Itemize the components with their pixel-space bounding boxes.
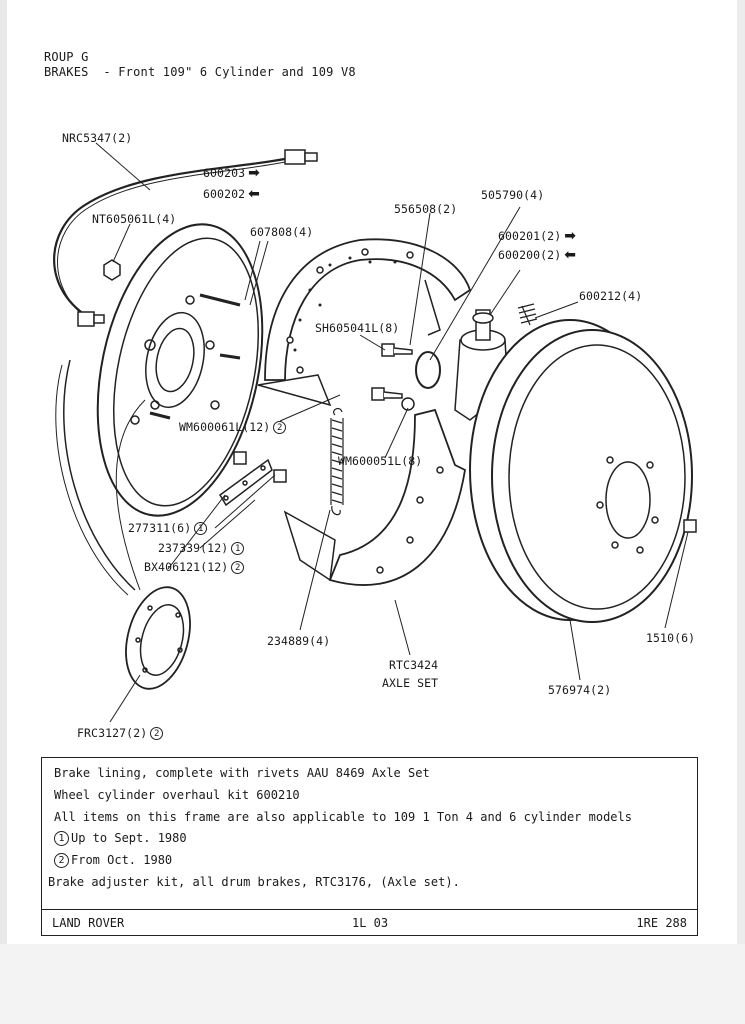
label-600203-text: 600203 — [203, 166, 246, 180]
label-wm600061: WM600061L(12)2 — [179, 420, 287, 434]
label-nt605061: NT605061L(4) — [92, 212, 177, 226]
arrow-right-icon: ➡ — [564, 228, 577, 244]
arrow-right-icon: ➡ — [248, 165, 260, 181]
notes-box: Brake lining, complete with rivets AAU 8… — [41, 757, 698, 910]
backplate — [96, 223, 264, 517]
bolt-sh605041 — [371, 343, 413, 401]
lock-plate-277311 — [219, 458, 273, 507]
arrow-left-icon: ⬅ — [248, 186, 260, 202]
footer-right: 1RE 288 — [636, 916, 687, 930]
label-600201-text: 600201(2) — [498, 229, 562, 243]
label-rtc3424: RTC3424 — [389, 658, 439, 672]
bolt-237339 — [273, 469, 287, 483]
brake-drum — [469, 319, 693, 623]
brake-hose — [53, 156, 291, 321]
brake-shoe-upper — [257, 238, 472, 407]
screw-1510 — [683, 519, 697, 533]
note-line-2: Wheel cylinder overhaul kit 600210 — [54, 788, 300, 802]
label-505790: 505790(4) — [481, 188, 545, 202]
callout-1-icon: 1 — [54, 831, 69, 846]
footer-bar: LAND ROVER 1L 03 1RE 288 — [41, 909, 698, 936]
brake-shoe-lower — [283, 408, 466, 586]
footer-left: LAND ROVER — [52, 916, 125, 930]
label-axle-set: AXLE SET — [382, 676, 439, 690]
note-line-1: Brake lining, complete with rivets AAU 8… — [54, 766, 430, 780]
label-bx406121-text: BX406121(12) — [144, 560, 229, 574]
label-576974: 576974(2) — [548, 683, 612, 697]
bleed-screw-600212 — [517, 303, 538, 326]
label-frc3127-text: FRC3127(2) — [77, 726, 148, 740]
label-wm600051: WM600051L(8) — [338, 454, 423, 468]
callout-1-icon: 1 — [231, 542, 245, 555]
label-607808: 607808(4) — [250, 225, 314, 239]
note-line-5-text: From Oct. 1980 — [71, 853, 173, 867]
page-title: BRAKES - Front 109" 6 Cylinder and 109 V… — [44, 65, 356, 79]
label-600200: 600200(2)⬅ — [498, 247, 577, 263]
hose-fitting-bottom — [77, 311, 105, 327]
group-heading: ROUP G — [44, 50, 89, 64]
page-edge-left — [0, 0, 7, 1024]
label-556508: 556508(2) — [394, 202, 458, 216]
seal-frc3127 — [125, 586, 191, 690]
hose-fitting-top — [284, 149, 318, 165]
label-600212: 600212(4) — [579, 289, 643, 303]
label-600200-text: 600200(2) — [498, 248, 562, 262]
note-line-3: All items on this frame are also applica… — [54, 810, 632, 824]
mud-shield-arc — [63, 359, 136, 591]
page-bottom-margin — [0, 944, 745, 1024]
page-header: ROUP G BRAKES - Front 109" 6 Cylinder an… — [44, 50, 356, 80]
callout-2-icon: 2 — [231, 561, 245, 574]
label-1510: 1510(6) — [646, 631, 696, 645]
callout-1-icon: 1 — [194, 522, 208, 535]
callout-2-icon: 2 — [54, 853, 69, 868]
label-bx406121: BX406121(12)2 — [144, 560, 245, 574]
label-frc3127: FRC3127(2)2 — [77, 726, 164, 740]
label-277311: 277311(6)1 — [128, 521, 208, 535]
seal-ring-556508 — [415, 351, 441, 389]
label-sh605041: SH605041L(8) — [315, 321, 400, 335]
label-600203: 600203➡ — [203, 165, 260, 181]
return-spring — [330, 407, 344, 516]
page-edge-right — [737, 0, 745, 1024]
label-nrc5347: NRC5347(2) — [62, 131, 133, 145]
nut-nt605061 — [103, 259, 121, 281]
washer-wm600051 — [401, 397, 415, 411]
footer-center: 1L 03 — [352, 916, 389, 930]
exploded-brake-diagram — [53, 142, 697, 723]
callout-2-icon: 2 — [150, 727, 164, 740]
label-234889: 234889(4) — [267, 634, 331, 648]
label-237339: 237339(12)1 — [158, 541, 245, 555]
label-600201: 600201(2)➡ — [498, 228, 577, 244]
arrow-left-icon: ⬅ — [564, 247, 577, 263]
label-277311-text: 277311(6) — [128, 521, 192, 535]
callout-2-icon: 2 — [273, 421, 287, 434]
label-237339-text: 237339(12) — [158, 541, 229, 555]
nut-wm600061 — [233, 451, 247, 465]
label-wm600061-text: WM600061L(12) — [179, 420, 271, 434]
label-600202-text: 600202 — [203, 187, 246, 201]
note-line-4-text: Up to Sept. 1980 — [71, 831, 187, 845]
note-line-6: Brake adjuster kit, all drum brakes, RTC… — [48, 875, 460, 889]
label-600202: 600202⬅ — [203, 186, 260, 202]
